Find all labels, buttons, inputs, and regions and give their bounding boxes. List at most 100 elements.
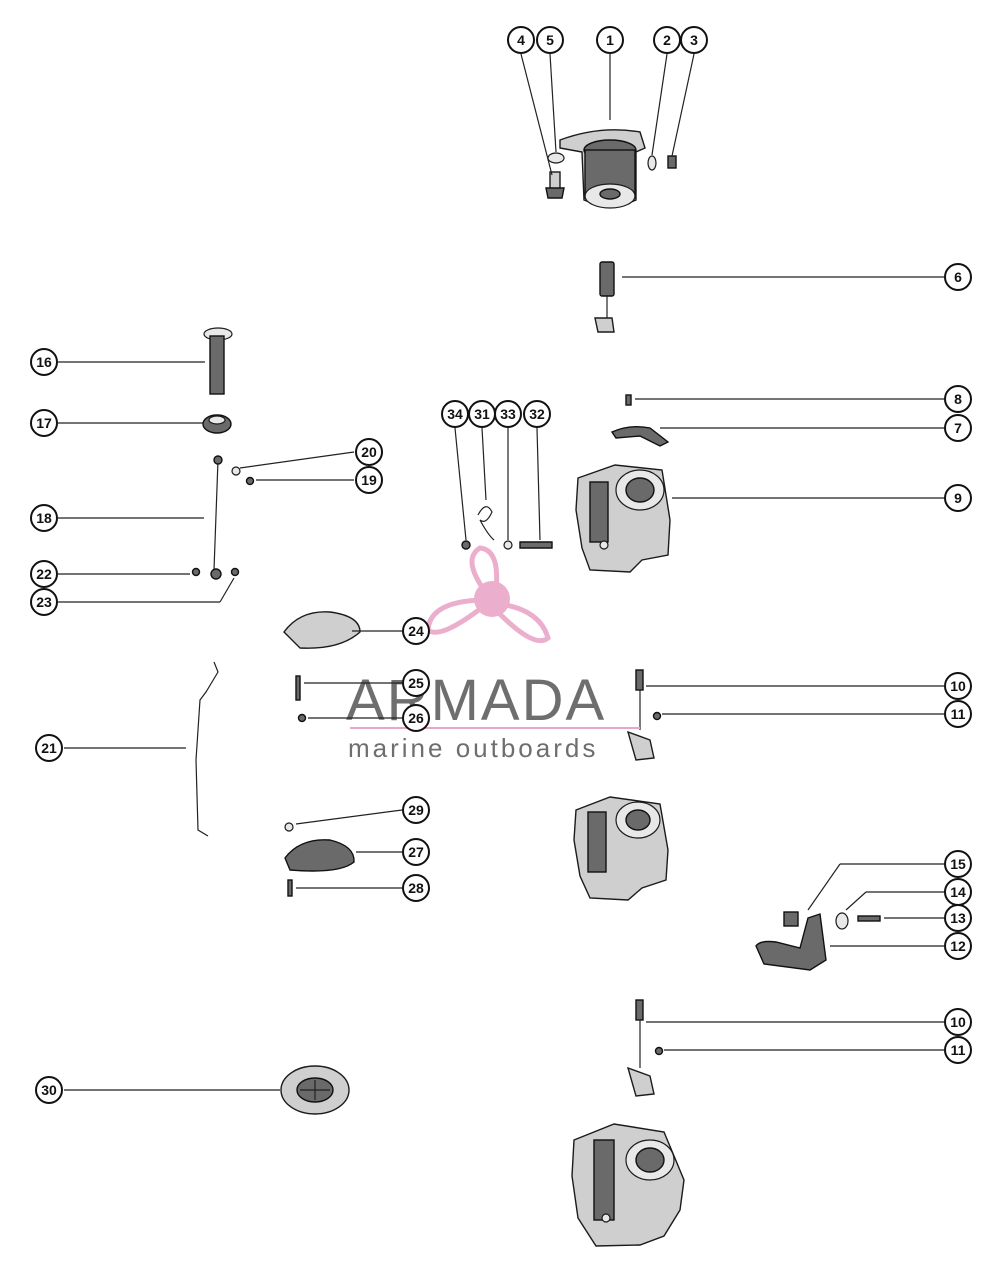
screw-part-28	[287, 879, 293, 897]
grommet-part	[202, 414, 232, 434]
callout-6: 6	[944, 263, 972, 291]
callout-19: 19	[355, 466, 383, 494]
callout-16: 16	[30, 348, 58, 376]
washer-part-20	[231, 466, 241, 476]
hex-nut-part-15	[783, 911, 799, 927]
callout-1: 1	[596, 26, 624, 54]
callout-34: 34	[441, 400, 469, 428]
callout-10-mid: 10	[944, 672, 972, 700]
needle-valve-part-mid	[626, 669, 655, 761]
svg-text:20: 20	[361, 444, 377, 460]
carburetor-body-bottom	[571, 1123, 685, 1247]
throttle-link-part	[195, 661, 219, 837]
washer-part-14	[835, 912, 849, 930]
nut-part-23	[230, 567, 240, 577]
screw-part-11-mid	[652, 711, 662, 721]
washer-part	[547, 152, 565, 164]
svg-text:18: 18	[36, 510, 52, 526]
callout-20: 20	[355, 438, 383, 466]
callout-12: 12	[944, 932, 972, 960]
screw-part	[625, 394, 632, 406]
nut-part-22	[191, 567, 201, 577]
svg-text:23: 23	[36, 594, 52, 610]
svg-text:17: 17	[36, 415, 52, 431]
needle-valve-part-bottom	[626, 999, 655, 1097]
svg-text:19: 19	[361, 472, 377, 488]
svg-text:34: 34	[447, 406, 463, 422]
svg-text:26: 26	[408, 710, 424, 726]
callout-31: 31	[468, 400, 496, 428]
svg-text:32: 32	[529, 406, 545, 422]
callout-29: 29	[402, 796, 430, 824]
callout-32: 32	[523, 400, 551, 428]
callout-17: 17	[30, 409, 58, 437]
svg-text:33: 33	[500, 406, 516, 422]
callout-18: 18	[30, 504, 58, 532]
svg-text:22: 22	[36, 566, 52, 582]
callout-25: 25	[402, 669, 430, 697]
pin-part	[519, 541, 553, 549]
callout-23: 23	[30, 588, 58, 616]
carburetor-body-mid	[573, 796, 669, 901]
small-nut-part	[461, 540, 471, 550]
svg-text:25: 25	[408, 675, 424, 691]
callout-13: 13	[944, 904, 972, 932]
primer-needle-part	[594, 261, 615, 333]
callout-27: 27	[402, 838, 430, 866]
throttle-lever-part	[610, 425, 670, 447]
filler-tube-part	[203, 327, 233, 395]
nut-part	[667, 155, 677, 169]
screw-part-11-bottom	[654, 1046, 664, 1056]
svg-text:10: 10	[950, 1014, 966, 1030]
svg-text:11: 11	[951, 1042, 966, 1058]
callout-30: 30	[35, 1076, 63, 1104]
svg-text:8: 8	[954, 391, 962, 407]
callout-14: 14	[944, 878, 972, 906]
bracket-part	[755, 913, 827, 971]
washer-part-29	[284, 822, 294, 832]
svg-text:13: 13	[950, 910, 966, 926]
svg-text:10: 10	[950, 678, 966, 694]
svg-text:31: 31	[474, 406, 490, 422]
svg-text:12: 12	[950, 938, 966, 954]
callout-8: 8	[944, 385, 972, 413]
svg-text:2: 2	[663, 32, 671, 48]
callout-24: 24	[402, 617, 430, 645]
svg-text:16: 16	[36, 354, 52, 370]
svg-text:3: 3	[690, 32, 698, 48]
carburetor-body-part	[575, 464, 671, 573]
callout-7: 7	[944, 414, 972, 442]
callout-11-bottom: 11	[944, 1036, 972, 1064]
callout-22: 22	[30, 560, 58, 588]
svg-text:6: 6	[954, 269, 962, 285]
screw-part-13	[857, 915, 881, 922]
watermark-brand: ARMADA	[346, 668, 606, 733]
svg-text:27: 27	[408, 844, 424, 860]
svg-text:7: 7	[954, 420, 962, 436]
svg-text:9: 9	[954, 490, 962, 506]
bolt-part	[545, 171, 565, 199]
callout-11-mid: 11	[944, 700, 972, 728]
screw-part-25	[295, 675, 301, 701]
cam-plate-part	[283, 611, 361, 649]
lockwasher-part	[647, 155, 657, 171]
pin-washer-part	[503, 540, 513, 550]
callout-26: 26	[402, 704, 430, 732]
svg-text:29: 29	[408, 802, 424, 818]
callout-28: 28	[402, 874, 430, 902]
callout-5: 5	[536, 26, 564, 54]
armada-logo	[425, 545, 551, 644]
choke-spring-part	[477, 506, 495, 541]
svg-text:15: 15	[950, 856, 966, 872]
callout-4: 4	[507, 26, 535, 54]
callout-15: 15	[944, 850, 972, 878]
strainer-disc-part	[280, 1065, 350, 1115]
callout-33: 33	[494, 400, 522, 428]
svg-text:21: 21	[41, 740, 57, 756]
callout-2: 2	[653, 26, 681, 54]
svg-text:1: 1	[606, 32, 614, 48]
screen-cover-part	[284, 839, 355, 872]
svg-text:30: 30	[41, 1082, 57, 1098]
svg-text:4: 4	[517, 32, 525, 48]
